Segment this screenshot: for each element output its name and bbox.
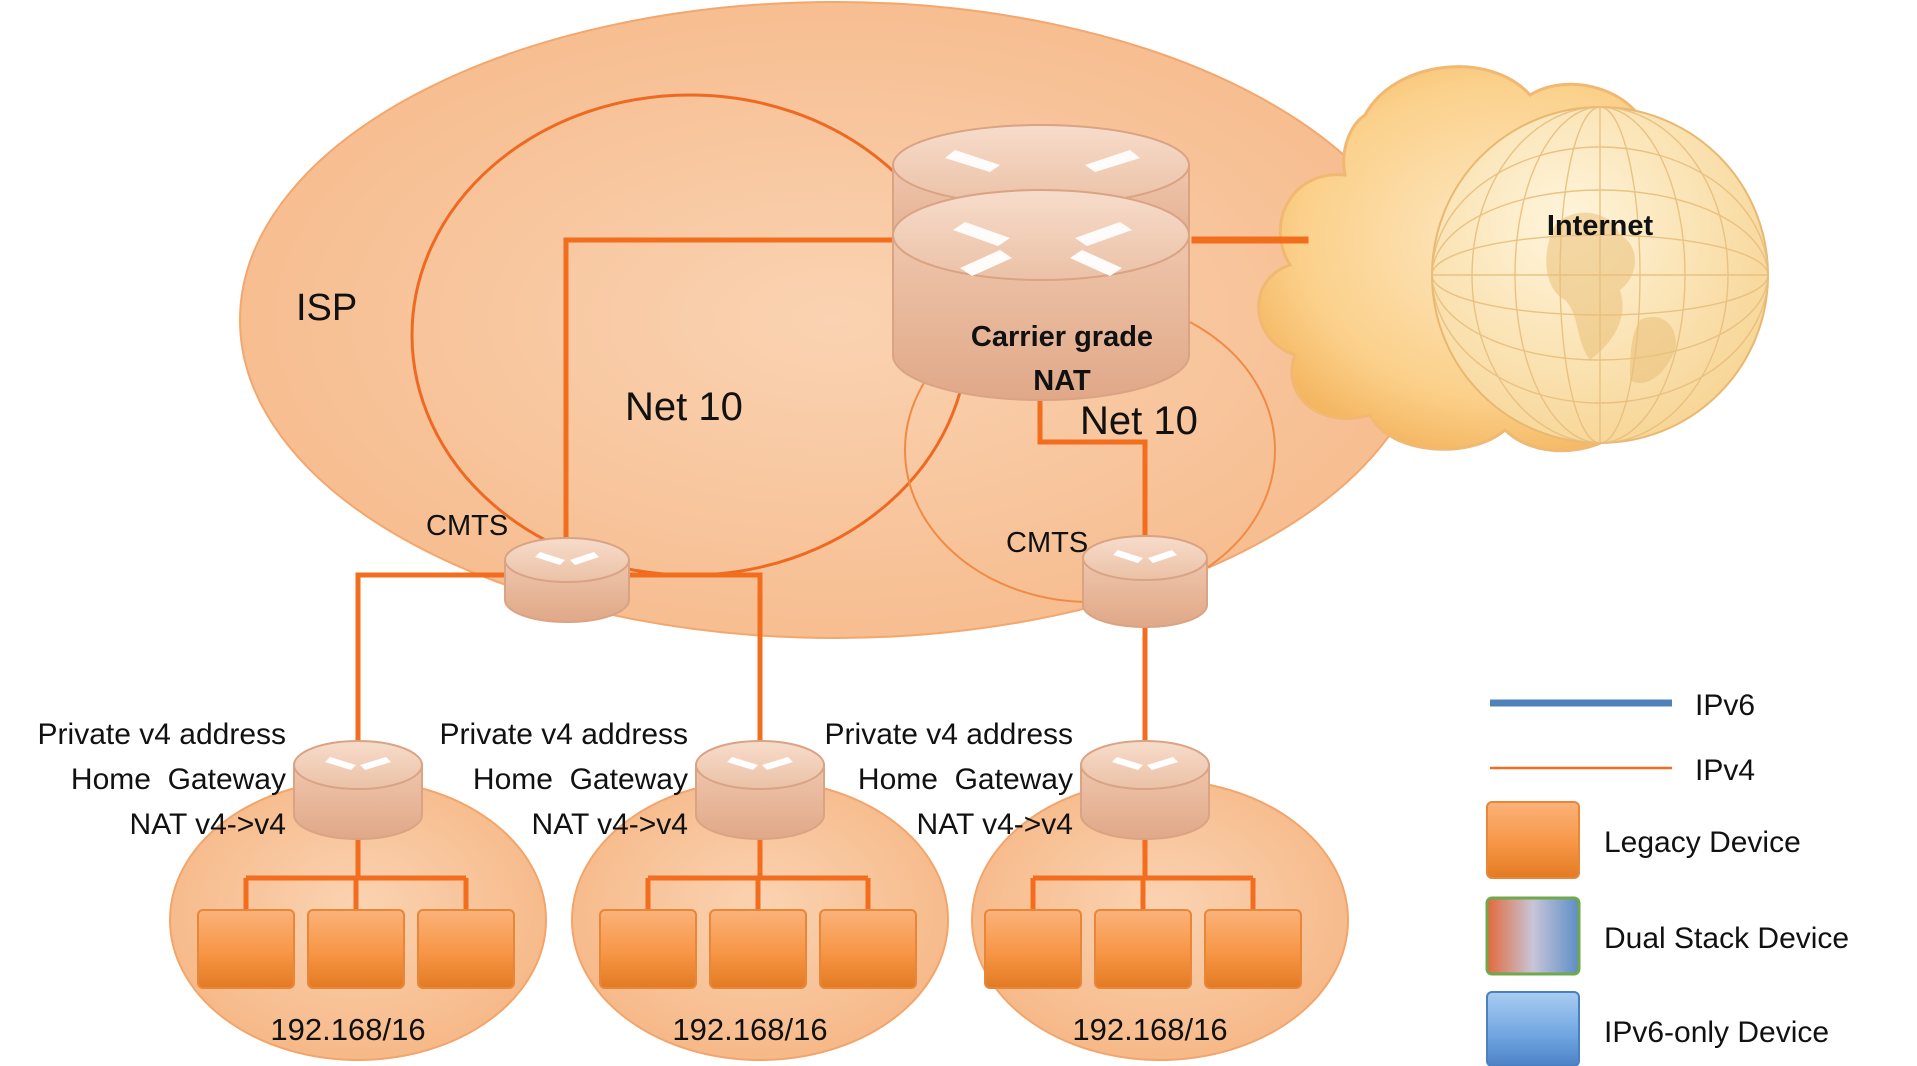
cmts-left-label: CMTS (426, 510, 508, 542)
internet-cloud (1257, 65, 1769, 453)
legacy-device (599, 909, 697, 989)
home-gateway-address-label: Private v4 address (38, 718, 286, 751)
home-gateway-label: Home Gateway (71, 763, 286, 796)
carrier-grade-nat-router: Carrier grade NAT (892, 124, 1190, 401)
legend-ipv4-label: IPv4 (1695, 754, 1755, 787)
legacy-device (1204, 909, 1302, 989)
home-subnet-label: 192.168/16 (270, 1012, 425, 1047)
legacy-device (197, 909, 295, 989)
cmts-left-router (504, 537, 630, 623)
home-subnet-label: 192.168/16 (672, 1012, 827, 1047)
legacy-device (307, 909, 405, 989)
link-cgn-cmts-right (1037, 387, 1148, 543)
cgn-label-line1: Carrier grade (971, 321, 1153, 353)
legacy-device (984, 909, 1082, 989)
internet-label: Internet (1547, 210, 1654, 242)
home-gateway-router (293, 740, 423, 840)
isp-label: ISP (296, 287, 357, 329)
legend-ipv6-label: IPv6 (1695, 689, 1755, 722)
link-cmts-home2 (627, 572, 763, 743)
home-gateway-nat-label: NAT v4->v4 (130, 808, 286, 841)
legend-legacy-swatch (1486, 801, 1580, 879)
isp-region (239, 1, 1431, 639)
link-cmts-home1 (355, 572, 508, 743)
home-gateway-router (695, 740, 825, 840)
legacy-device (709, 909, 807, 989)
legend-legacy-label: Legacy Device (1604, 826, 1801, 859)
legacy-device (819, 909, 917, 989)
legacy-device (417, 909, 515, 989)
cgn-label-line2: NAT (1033, 365, 1091, 397)
legend-ipv6only-swatch (1486, 991, 1580, 1066)
cmts-right-router (1082, 535, 1208, 628)
home-gateway-router (1080, 740, 1210, 840)
link-cgn-cmts-left (563, 237, 903, 543)
legend-dual-swatch (1485, 896, 1581, 976)
net10-left-label: Net 10 (625, 385, 743, 429)
home-subnet-label: 192.168/16 (1072, 1012, 1227, 1047)
home-gateway-address-label: Private v4 address (440, 718, 688, 751)
home-gateway-nat-label: NAT v4->v4 (917, 808, 1073, 841)
legacy-device (1094, 909, 1192, 989)
legend-dual-label: Dual Stack Device (1604, 922, 1849, 955)
home-gateway-address-label: Private v4 address (825, 718, 1073, 751)
cmts-right-label: CMTS (1006, 527, 1088, 559)
legend-ipv6only-label: IPv6-only Device (1604, 1016, 1829, 1049)
home-gateway-nat-label: NAT v4->v4 (532, 808, 688, 841)
legend: IPv6 IPv4 Legacy Device Dual Stack Devic… (1485, 689, 1849, 1066)
home-gateway-label: Home Gateway (858, 763, 1073, 796)
net10-right-label: Net 10 (1080, 399, 1198, 443)
home-gateway-label: Home Gateway (473, 763, 688, 796)
